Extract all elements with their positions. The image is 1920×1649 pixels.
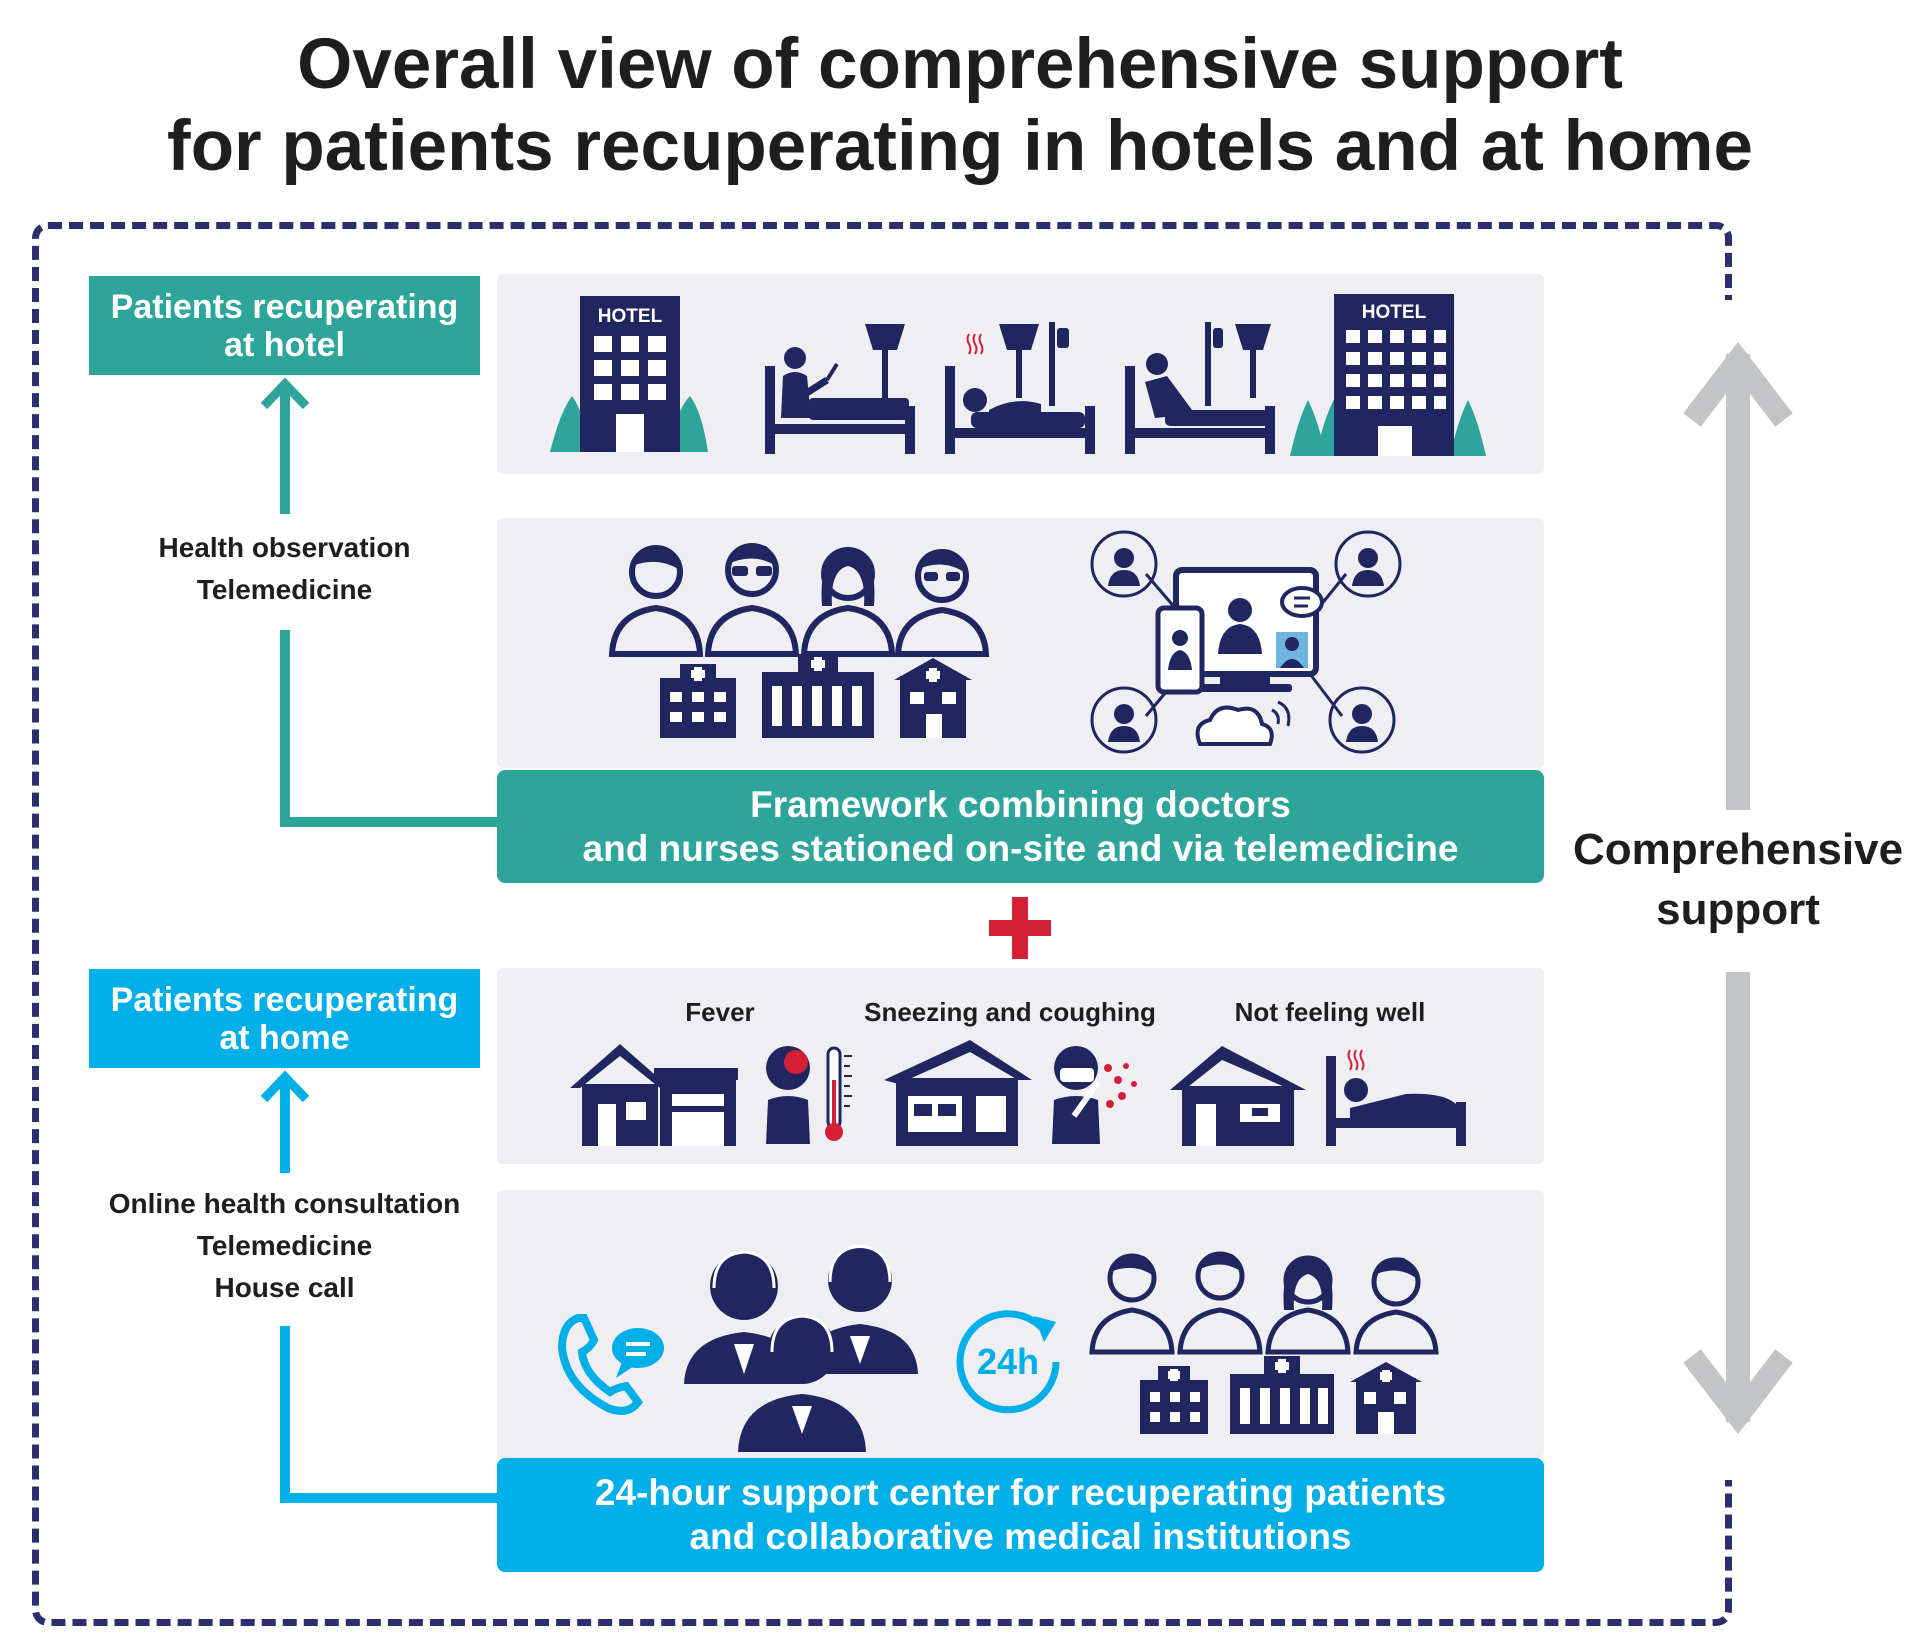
phone-chat-icon: [557, 1314, 664, 1415]
method-health-observation: Health observation: [158, 532, 411, 563]
telemedicine-network-icon: [1090, 530, 1402, 754]
sneezing-person-icon: [1052, 1046, 1137, 1144]
patient-bed-phone-icon: [765, 324, 915, 454]
support-banner-line-1: 24-hour support center for recuperating …: [594, 1472, 1447, 1513]
hotel-building-right-icon: HOTEL: [1290, 294, 1486, 456]
home-patients-tag: Patients recuperating at home: [89, 969, 480, 1068]
doctors-nurses-icon: [608, 543, 990, 738]
24h-clock-icon: 24h: [956, 1310, 1060, 1414]
comprehensive-line-2: support: [1656, 885, 1820, 934]
hotel-methods: Health observation Telemedicine: [89, 527, 480, 611]
home-up-arrow-icon: [260, 1070, 310, 1173]
hotel-up-arrow-icon: [260, 377, 310, 514]
home-tag-line-2: at home: [219, 1018, 350, 1057]
method-telemedicine-home: Telemedicine: [196, 1230, 373, 1261]
page-title: Overall view of comprehensive support fo…: [0, 24, 1920, 188]
svg-text:HOTEL: HOTEL: [1362, 302, 1427, 323]
hotel-patients-tag: Patients recuperating at hotel: [89, 276, 480, 375]
hotel-connector-line: [280, 630, 510, 827]
svg-text:24h: 24h: [977, 1341, 1039, 1382]
fever-thermometer-icon: [766, 1046, 852, 1144]
downward-gray-arrow-icon: [1683, 972, 1793, 1435]
framework-banner-line-1: Framework combining doctors: [750, 783, 1291, 825]
framework-banner: Framework combining doctors and nurses s…: [497, 770, 1544, 883]
symptom-fever: Fever: [685, 997, 755, 1027]
house-icon-3: [1170, 1046, 1306, 1146]
support-center-banner: 24-hour support center for recuperating …: [497, 1458, 1544, 1572]
comprehensive-support-label: Comprehensive support: [1568, 820, 1908, 940]
hotel-building-icon: HOTEL: [550, 296, 708, 452]
symptom-not-well: Not feeling well: [1234, 997, 1426, 1027]
patient-bed-sitting-iv-icon: [1125, 322, 1275, 454]
method-telemedicine: Telemedicine: [196, 574, 373, 605]
house-icon-2: [884, 1040, 1032, 1146]
method-online-consultation: Online health consultation: [108, 1188, 461, 1219]
home-methods: Online health consultation Telemedicine …: [89, 1183, 480, 1309]
call-center-operators-icon: [684, 1244, 918, 1452]
house-icon-1: [570, 1044, 738, 1146]
support-banner-line-2: and collaborative medical institutions: [689, 1516, 1352, 1557]
hotel-tag-line-2: at hotel: [224, 325, 345, 364]
title-line-1: Overall view of comprehensive support: [297, 25, 1623, 104]
home-connector-line: [280, 1326, 510, 1503]
framework-banner-line-2: and nurses stationed on-site and via tel…: [582, 827, 1459, 869]
method-house-call: House call: [214, 1272, 355, 1303]
plus-icon: [989, 897, 1051, 959]
home-doctors-hospitals-icon: [1089, 1251, 1439, 1434]
symptom-sneezing: Sneezing and coughing: [864, 997, 1156, 1027]
hotel-tag-line-1: Patients recuperating: [110, 287, 459, 326]
svg-text:HOTEL: HOTEL: [598, 306, 663, 327]
upward-gray-arrow-icon: [1683, 341, 1793, 810]
home-patient-bed-icon: [1326, 1049, 1466, 1146]
home-tag-line-1: Patients recuperating: [110, 980, 459, 1019]
comprehensive-line-1: Comprehensive: [1572, 825, 1904, 874]
title-line-2: for patients recuperating in hotels and …: [167, 107, 1753, 186]
patient-bed-iv-icon: [945, 322, 1095, 454]
